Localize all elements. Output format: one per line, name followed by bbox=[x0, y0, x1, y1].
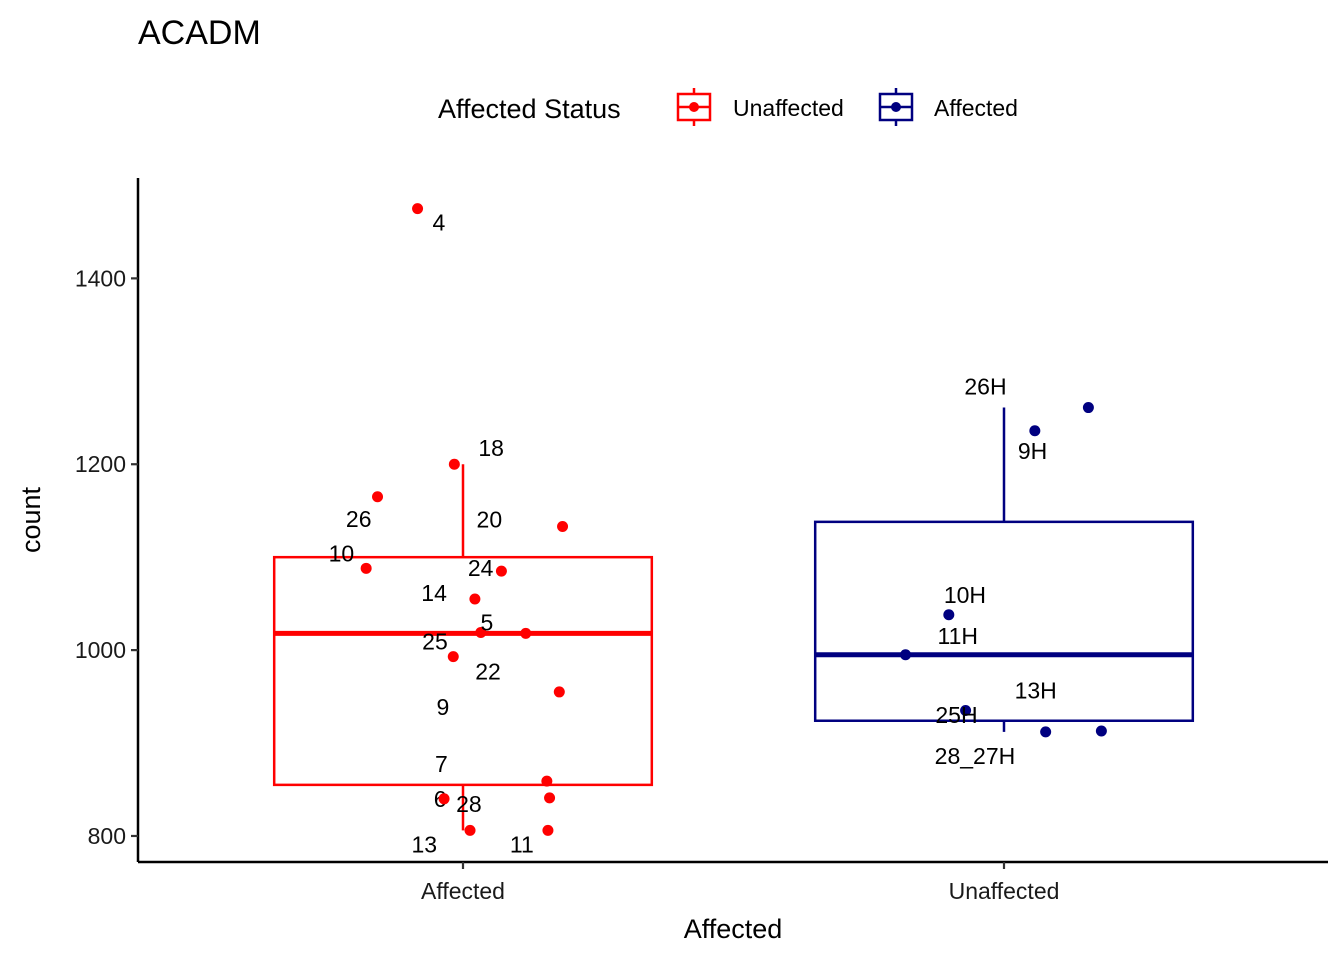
data-point bbox=[542, 824, 554, 836]
data-point bbox=[544, 792, 556, 804]
data-point bbox=[469, 593, 481, 605]
x-tick-label: Unaffected bbox=[949, 878, 1060, 904]
data-point-label: 24 bbox=[468, 555, 494, 581]
data-point bbox=[412, 203, 424, 215]
y-tick-label: 1000 bbox=[75, 637, 126, 663]
box-affected bbox=[272, 464, 654, 831]
data-point bbox=[448, 458, 460, 470]
data-point bbox=[1095, 725, 1107, 737]
y-axis-title: count bbox=[16, 486, 46, 553]
box-iqr bbox=[813, 520, 1195, 722]
data-point bbox=[475, 626, 487, 638]
legend-title: Affected Status bbox=[438, 94, 621, 124]
data-point-label: 28_27H bbox=[935, 743, 1016, 769]
data-point-label: 25 bbox=[422, 628, 448, 654]
data-point bbox=[960, 705, 972, 717]
y-tick-label: 1400 bbox=[75, 265, 126, 291]
data-point bbox=[553, 686, 565, 698]
data-point-label: 26H bbox=[964, 374, 1006, 400]
data-point bbox=[464, 824, 476, 836]
data-point-label: 18 bbox=[478, 435, 504, 461]
data-point bbox=[1040, 726, 1052, 738]
data-point bbox=[372, 491, 384, 503]
data-point-label: 9H bbox=[1018, 438, 1047, 464]
data-point bbox=[557, 521, 569, 533]
x-axis-title: Affected bbox=[684, 914, 783, 944]
data-point-label: 20 bbox=[477, 507, 503, 533]
y-tick-label: 1200 bbox=[75, 451, 126, 477]
data-point-label: 10H bbox=[944, 582, 986, 608]
data-point-label: 5 bbox=[480, 609, 493, 635]
y-tick-label: 800 bbox=[88, 823, 126, 849]
legend: Affected Status Unaffected Affected bbox=[438, 88, 1018, 126]
data-point bbox=[520, 627, 532, 639]
data-point bbox=[447, 651, 459, 663]
box-unaffected bbox=[813, 407, 1195, 732]
data-point-label: 26 bbox=[346, 506, 372, 532]
data-point-label: 10 bbox=[329, 540, 355, 566]
data-point-label: 11 bbox=[510, 831, 534, 857]
data-point-label: 7 bbox=[435, 751, 448, 777]
data-point-label: 25H bbox=[935, 702, 977, 728]
data-point bbox=[1082, 402, 1094, 414]
chart-title: ACADM bbox=[138, 14, 261, 52]
legend-key-unaffected bbox=[676, 88, 712, 126]
box-iqr bbox=[272, 555, 654, 787]
data-point-label: 28 bbox=[456, 791, 482, 817]
data-point-label: 11H bbox=[938, 623, 979, 649]
data-point-label: 22 bbox=[475, 659, 501, 685]
legend-key-affected bbox=[878, 88, 914, 126]
data-point bbox=[360, 562, 372, 574]
legend-label-unaffected: Unaffected bbox=[733, 95, 844, 121]
x-tick-label: Affected bbox=[421, 878, 505, 904]
data-point-label: 13 bbox=[411, 831, 437, 857]
data-point bbox=[1029, 425, 1041, 437]
data-point bbox=[900, 649, 912, 661]
data-point-label: 14 bbox=[421, 580, 447, 606]
data-point bbox=[943, 609, 955, 621]
data-point bbox=[495, 565, 507, 577]
data-point bbox=[438, 793, 450, 805]
data-point-label: 4 bbox=[433, 210, 446, 236]
data-point-label: 9 bbox=[437, 694, 450, 720]
data-point-label: 13H bbox=[1015, 678, 1057, 704]
data-point bbox=[541, 775, 553, 787]
legend-label-affected: Affected bbox=[934, 95, 1018, 121]
